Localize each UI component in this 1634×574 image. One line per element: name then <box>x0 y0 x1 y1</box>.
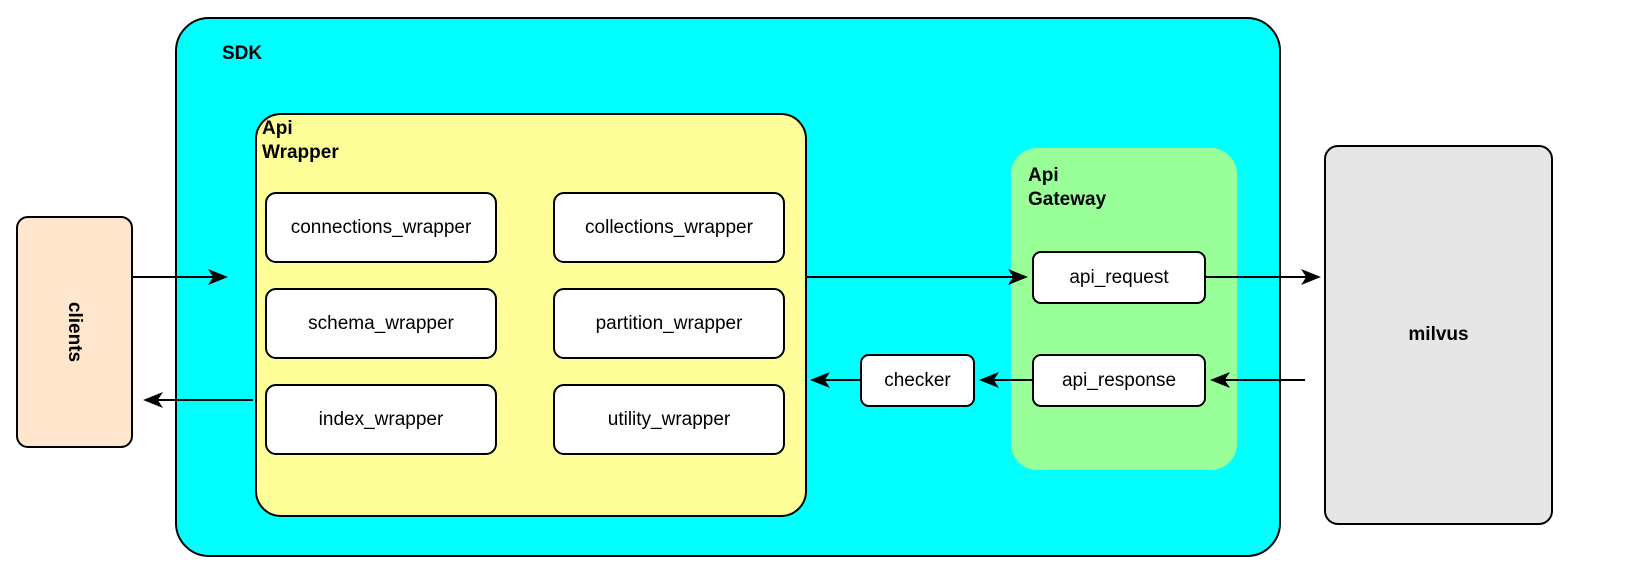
node-milvus[interactable]: milvus <box>1324 145 1553 525</box>
api-wrapper-title: Api Wrapper <box>262 118 339 164</box>
node-connections-wrapper[interactable]: connections_wrapper <box>265 192 497 263</box>
node-utility-wrapper[interactable]: utility_wrapper <box>553 384 785 455</box>
node-schema-wrapper[interactable]: schema_wrapper <box>265 288 497 359</box>
api-gateway-container <box>1011 148 1237 470</box>
clients-label: clients <box>64 301 86 363</box>
sdk-title: SDK <box>222 43 263 64</box>
node-checker[interactable]: checker <box>860 354 975 407</box>
node-api-request[interactable]: api_request <box>1032 251 1206 304</box>
api-gateway-title: Api Gateway <box>1028 165 1107 211</box>
node-collections-wrapper[interactable]: collections_wrapper <box>553 192 785 263</box>
node-index-wrapper[interactable]: index_wrapper <box>265 384 497 455</box>
node-api-response[interactable]: api_response <box>1032 354 1206 407</box>
node-partition-wrapper[interactable]: partition_wrapper <box>553 288 785 359</box>
node-clients[interactable]: clients <box>16 216 133 448</box>
